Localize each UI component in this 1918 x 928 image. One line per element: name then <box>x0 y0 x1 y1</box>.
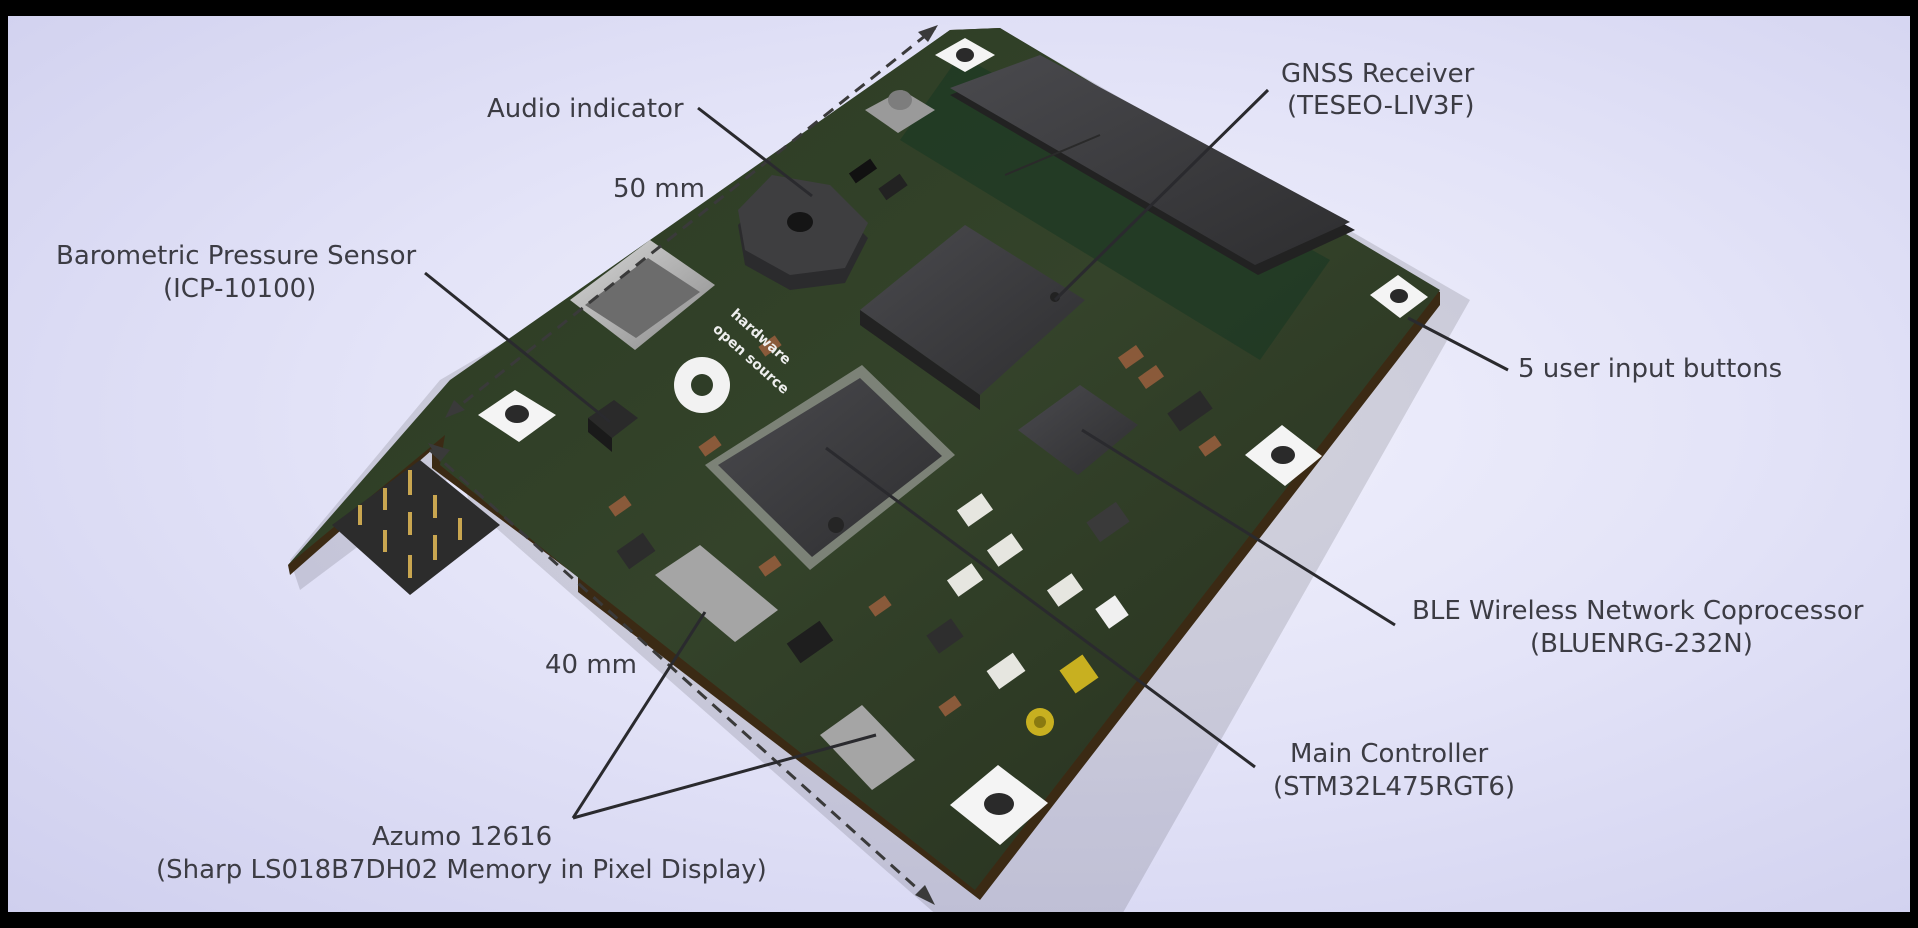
micro-usb-opening <box>585 258 700 338</box>
reset-switch <box>865 90 935 133</box>
leader-lines <box>424 88 1509 820</box>
gnss-chip <box>860 225 1085 395</box>
mcu-pin1 <box>828 517 844 533</box>
label-barometric-name: Barometric Pressure Sensor <box>56 241 417 271</box>
pin-header-body <box>332 460 500 595</box>
user-button-4 <box>1245 425 1322 486</box>
user-button-2 <box>935 38 995 72</box>
label-ble-name: BLE Wireless Network Coprocessor <box>1412 596 1864 626</box>
pin-header-pins <box>358 470 462 578</box>
label-gnss-name: GNSS Receiver <box>1281 59 1475 89</box>
display-fpc-connector-2 <box>820 705 915 790</box>
gnss-chip-side <box>860 310 980 410</box>
label-display-name: Azumo 12616 <box>372 822 552 852</box>
gnss-module-divider <box>1004 134 1101 176</box>
test-pad-ground-hole <box>1034 716 1046 728</box>
test-pad-positive <box>1059 654 1099 694</box>
buzzer-hole <box>787 212 813 232</box>
reset-switch-cap <box>888 90 912 110</box>
main-controller-chip <box>718 378 942 557</box>
leader-display-2 <box>572 733 877 820</box>
leader-gnss <box>1053 88 1270 302</box>
leader-main <box>825 446 1256 769</box>
leader-baro <box>424 271 611 424</box>
user-button-5 <box>950 765 1048 845</box>
display-fpc-connector-1 <box>655 545 778 642</box>
passive-components <box>608 158 1222 717</box>
dimension-line-40mm <box>428 448 932 902</box>
label-dimension-40mm: 40 mm <box>545 650 637 680</box>
arrowhead-50mm-top <box>918 25 938 42</box>
dimension-line-50mm <box>447 26 936 417</box>
label-audio-indicator: Audio indicator <box>487 94 684 124</box>
user-button-1 <box>478 390 556 442</box>
label-user-buttons: 5 user input buttons <box>1518 354 1782 384</box>
gnss-module <box>950 55 1350 265</box>
label-main-controller-part: (STM32L475RGT6) <box>1273 772 1515 802</box>
label-barometric-part: (ICP-10100) <box>163 274 316 304</box>
label-dimension-50mm: 50 mm <box>613 174 705 204</box>
leader-display-1 <box>571 611 707 819</box>
ble-chip <box>1018 385 1138 475</box>
label-main-controller-name: Main Controller <box>1290 739 1489 769</box>
oshw-logo <box>674 357 730 413</box>
barometric-sensor-side <box>588 418 612 452</box>
label-display-part: (Sharp LS018B7DH02 Memory in Pixel Displ… <box>156 855 767 885</box>
label-ble-part: (BLUENRG-232N) <box>1530 629 1753 659</box>
arrowhead-40mm-top <box>428 443 450 462</box>
ground-plane <box>900 55 1330 360</box>
label-gnss-part: (TESEO-LIV3F) <box>1287 91 1475 121</box>
leader-ble <box>1081 428 1396 627</box>
leader-buttons <box>1407 316 1509 372</box>
arrowhead-40mm-bottom <box>915 885 935 905</box>
barometric-sensor <box>588 400 638 438</box>
arrowhead-50mm-bottom <box>445 400 465 418</box>
leader-audio <box>697 106 813 198</box>
user-button-3 <box>1370 275 1428 318</box>
